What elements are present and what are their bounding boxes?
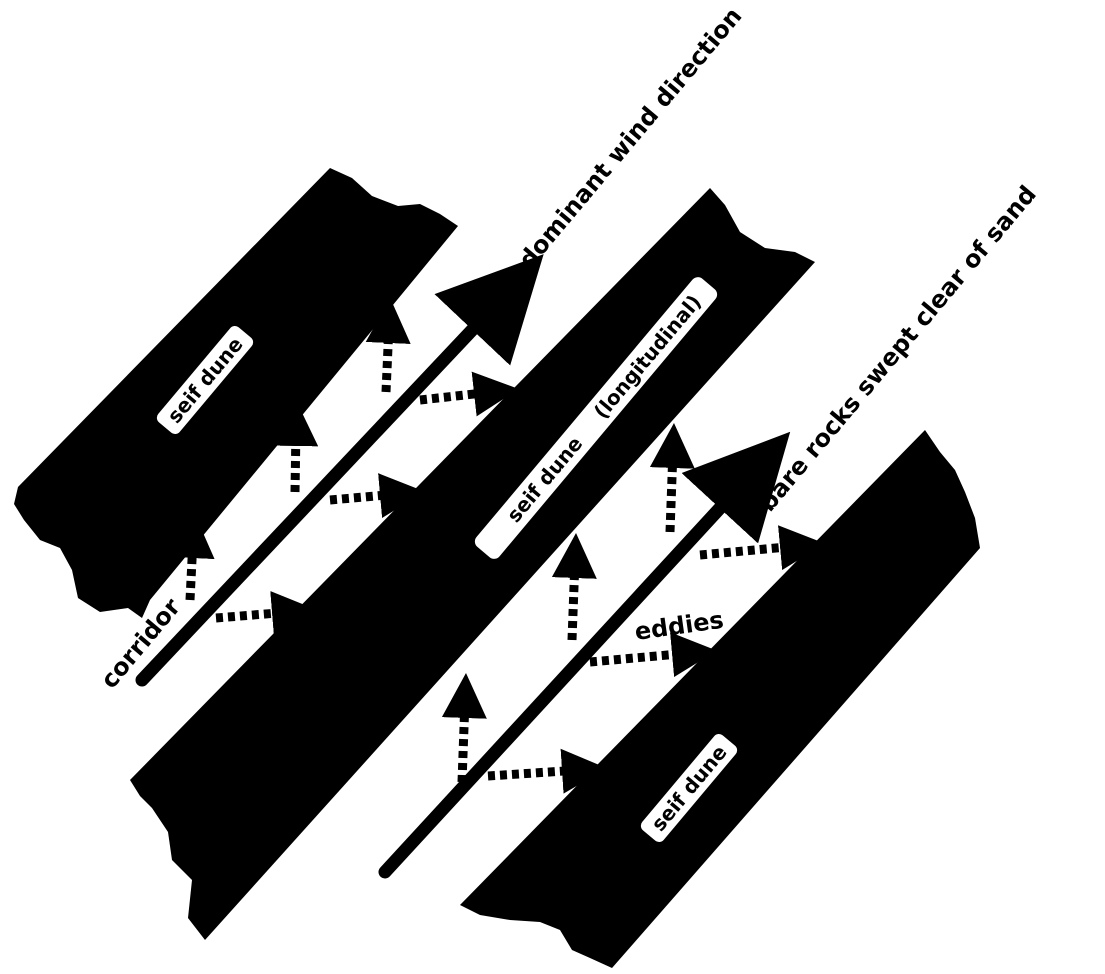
eddies-label: eddies — [633, 606, 725, 646]
eddy-arrow — [295, 428, 296, 492]
eddy-arrow — [216, 612, 290, 618]
eddy-arrow — [330, 494, 398, 500]
eddy-arrow — [488, 770, 580, 776]
eddy-arrow — [190, 540, 193, 600]
eddy-arrow — [386, 325, 389, 392]
eddy-arrow — [420, 392, 492, 400]
eddy-arrow — [590, 653, 690, 662]
eddy-arrow — [700, 546, 798, 555]
eddy-arrow — [670, 450, 673, 532]
eddy-arrow — [572, 560, 575, 640]
eddy-arrow — [462, 700, 465, 782]
